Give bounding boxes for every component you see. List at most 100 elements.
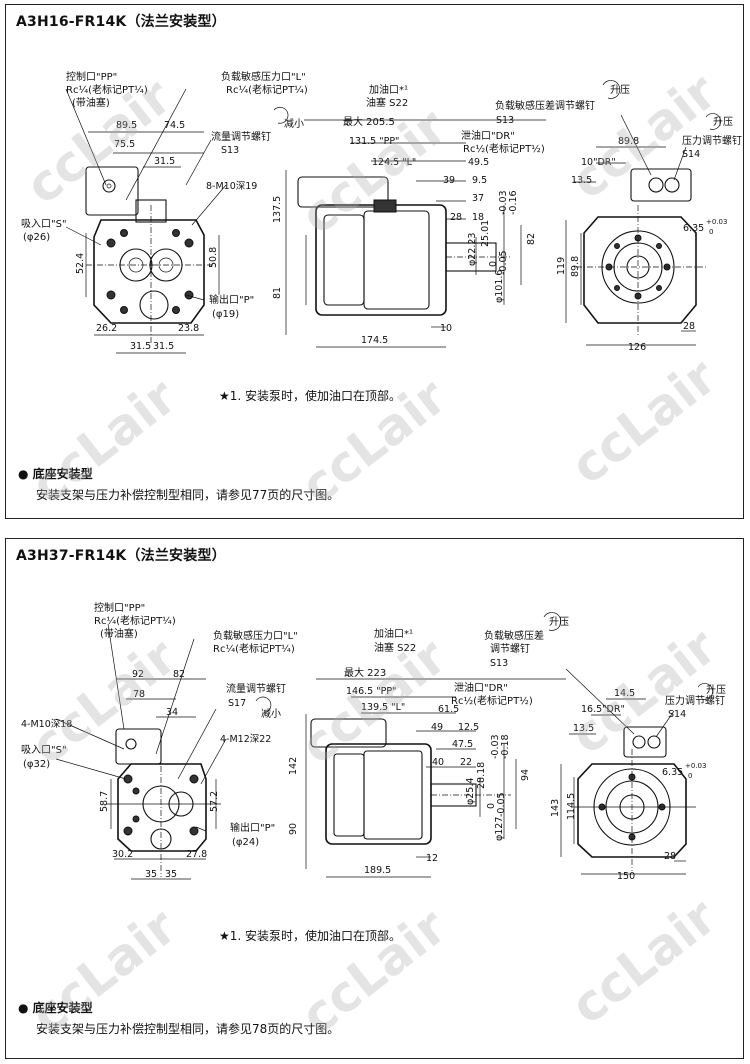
svg-text:35: 35 xyxy=(165,869,177,880)
svg-text:S13: S13 xyxy=(221,145,239,156)
svg-text:189.5: 189.5 xyxy=(364,865,391,876)
svg-text:39: 39 xyxy=(443,175,455,186)
svg-text:14.5: 14.5 xyxy=(614,688,635,699)
svg-text:调节螺钉: 调节螺钉 xyxy=(490,643,530,655)
end-view xyxy=(565,80,721,346)
svg-text:减小: 减小 xyxy=(284,118,304,130)
svg-text:82: 82 xyxy=(526,233,537,245)
svg-text:压力调节螺钉: 压力调节螺钉 xyxy=(682,134,742,147)
svg-text:流量调节螺钉: 流量调节螺钉 xyxy=(211,130,271,143)
svg-text:压力调节螺钉: 压力调节螺钉 xyxy=(665,694,725,707)
base-mount-section: ● 底座安装型 安装支架与压力补偿控制型相同，请参见77页的尺寸图。 xyxy=(18,465,339,503)
svg-text:升压: 升压 xyxy=(713,116,733,128)
install-note: ★1. 安装泵时，使加油口在顶部。 xyxy=(219,389,402,403)
svg-text:174.5: 174.5 xyxy=(361,335,388,346)
svg-text:0: 0 xyxy=(486,803,497,809)
svg-text:输出口"P": 输出口"P" xyxy=(209,293,254,306)
front-view xyxy=(55,623,227,880)
svg-text:Rc¼(老标记PT¼): Rc¼(老标记PT¼) xyxy=(94,614,176,627)
svg-text:49.5: 49.5 xyxy=(468,157,489,168)
panel-a3h37: A3H37-FR14K（法兰安装型） xyxy=(5,538,744,1059)
svg-text:油塞 S22: 油塞 S22 xyxy=(374,641,416,654)
svg-text:89.8: 89.8 xyxy=(570,256,581,277)
svg-text:4-M12深22: 4-M12深22 xyxy=(220,734,271,745)
svg-text:50.8: 50.8 xyxy=(208,247,219,268)
svg-text:23.8: 23.8 xyxy=(178,323,199,334)
svg-text:75.5: 75.5 xyxy=(114,139,135,150)
drawing-a3h37: 控制口"PP" Rc¼(老标记PT¼) (带油塞) 负载敏感压力口"L" Rc¼… xyxy=(21,601,726,882)
base-mount-section: ● 底座安装型 安装支架与压力补偿控制型相同，请参见78页的尺寸图。 xyxy=(18,999,339,1037)
svg-text:+0.03: +0.03 xyxy=(706,218,727,226)
drawing-a3h16: 控制口"PP" Rc¼(老标记PT¼) (带油塞) 负载敏感压力口"L" Rc¼… xyxy=(21,70,742,354)
svg-text:37: 37 xyxy=(472,193,484,204)
svg-text:负载敏感压差: 负载敏感压差 xyxy=(484,629,544,642)
svg-text:最大 223: 最大 223 xyxy=(344,666,386,679)
svg-text:Rc¼(老标记PT¼): Rc¼(老标记PT¼) xyxy=(213,642,295,655)
svg-text:12: 12 xyxy=(426,853,438,864)
svg-text:-0.03: -0.03 xyxy=(498,190,509,215)
svg-text:0: 0 xyxy=(688,772,692,780)
svg-text:114.5: 114.5 xyxy=(566,793,577,820)
svg-text:S14: S14 xyxy=(682,149,700,160)
svg-text:控制口"PP": 控制口"PP" xyxy=(94,601,145,614)
svg-text:146.5 "PP": 146.5 "PP" xyxy=(346,686,396,697)
svg-text:61.5: 61.5 xyxy=(438,704,459,715)
svg-text:负载敏感压差调节螺钉: 负载敏感压差调节螺钉 xyxy=(495,99,595,112)
svg-text:139.5 "L": 139.5 "L" xyxy=(361,702,405,713)
svg-text:-0.18: -0.18 xyxy=(500,734,511,759)
svg-text:10"DR": 10"DR" xyxy=(581,157,616,168)
svg-text:负载敏感压力口"L": 负载敏感压力口"L" xyxy=(221,70,306,83)
svg-text:137.5: 137.5 xyxy=(272,196,283,223)
svg-text:φ127: φ127 xyxy=(494,817,505,841)
svg-text:40: 40 xyxy=(432,757,444,768)
svg-text:φ101.6: φ101.6 xyxy=(494,270,505,303)
svg-text:150: 150 xyxy=(617,871,635,882)
svg-text:131.5 "PP": 131.5 "PP" xyxy=(349,136,399,147)
svg-text:81: 81 xyxy=(272,287,283,299)
svg-text:泄油口"DR": 泄油口"DR" xyxy=(454,681,508,694)
svg-text:143: 143 xyxy=(550,799,561,817)
svg-text:-0.16: -0.16 xyxy=(508,190,519,215)
svg-text:78: 78 xyxy=(133,689,145,700)
svg-text:输出口"P": 输出口"P" xyxy=(230,821,275,834)
svg-text:-0.03: -0.03 xyxy=(490,734,501,759)
svg-text:8-M10深19: 8-M10深19 xyxy=(206,181,257,192)
svg-text:16.5"DR": 16.5"DR" xyxy=(581,704,625,715)
svg-text:49: 49 xyxy=(431,722,443,733)
panel-title: A3H16-FR14K（法兰安装型） xyxy=(16,14,226,30)
svg-text:(φ32): (φ32) xyxy=(23,759,50,770)
svg-text:31.5: 31.5 xyxy=(130,341,151,352)
svg-text:吸入口"S": 吸入口"S" xyxy=(21,219,67,230)
svg-text:35: 35 xyxy=(145,869,157,880)
svg-text:92: 92 xyxy=(132,669,144,680)
svg-text:4-M10深18: 4-M10深18 xyxy=(21,719,72,730)
svg-text:S13: S13 xyxy=(496,115,514,126)
svg-text:(φ24): (φ24) xyxy=(232,837,259,848)
svg-text:31.5: 31.5 xyxy=(153,341,174,352)
svg-text:加油口*¹: 加油口*¹ xyxy=(374,627,413,640)
svg-text:27.8: 27.8 xyxy=(186,849,207,860)
svg-text:6.35: 6.35 xyxy=(662,767,683,778)
svg-text:最大 205.5: 最大 205.5 xyxy=(343,115,395,128)
svg-text:+0.03: +0.03 xyxy=(685,762,706,770)
svg-text:10: 10 xyxy=(440,323,452,334)
svg-text:12.5: 12.5 xyxy=(458,722,479,733)
svg-text:-0.05: -0.05 xyxy=(498,250,509,275)
svg-text:减小: 减小 xyxy=(261,708,281,720)
front-view xyxy=(65,88,227,354)
svg-text:泄油口"DR": 泄油口"DR" xyxy=(461,129,515,142)
svg-text:90: 90 xyxy=(288,823,299,835)
svg-text:124.5 "L": 124.5 "L" xyxy=(372,157,416,168)
base-mount-title: ● 底座安装型 xyxy=(18,467,93,481)
svg-text:82: 82 xyxy=(173,669,185,680)
base-mount-title: ● 底座安装型 xyxy=(18,1001,93,1015)
svg-text:34: 34 xyxy=(166,707,178,718)
panel-a3h16: A3H16-FR14K（法兰安装型） xyxy=(5,4,744,519)
side-view xyxy=(273,106,546,348)
svg-text:升压: 升压 xyxy=(549,616,569,628)
end-view xyxy=(543,612,713,875)
svg-text:31.5: 31.5 xyxy=(154,156,175,167)
svg-text:φ25.4: φ25.4 xyxy=(465,778,476,805)
svg-text:28: 28 xyxy=(450,212,462,223)
svg-text:89.8: 89.8 xyxy=(618,136,639,147)
